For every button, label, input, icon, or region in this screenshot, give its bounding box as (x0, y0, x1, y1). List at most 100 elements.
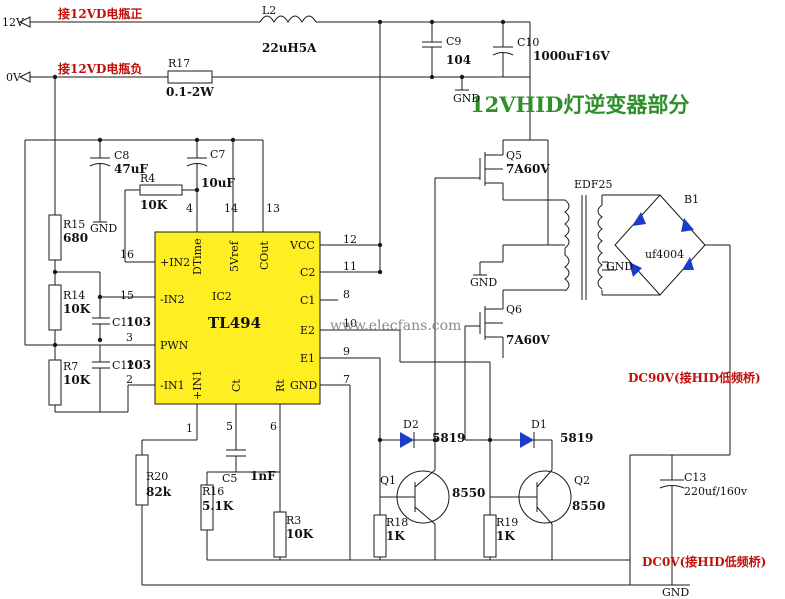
r20-ref: R20 (146, 470, 168, 483)
c11-ref: C11 (112, 316, 134, 329)
r3-ref: R3 (286, 514, 301, 527)
pin-num-15: 15 (120, 289, 134, 302)
net-dc90: DC90V(接HID低频桥) (628, 370, 761, 385)
gnd-label-c8: GND (90, 222, 117, 235)
r15-value: 680 (63, 231, 88, 245)
c7-value: 10uF (201, 176, 235, 190)
c8-ref: C8 (114, 149, 129, 162)
d2-value: 5819 (432, 431, 465, 445)
pin-num-3: 3 (126, 331, 133, 344)
net-dc0: DC0V(接HID低频桥) (642, 554, 766, 569)
r20-value: 82k (146, 485, 172, 499)
gnd-label-sec: GND (606, 260, 633, 273)
d1-value: 5819 (560, 431, 593, 445)
c12-ref: C12 (112, 359, 134, 372)
c5-ref: C5 (222, 472, 237, 485)
pin-in1p: +IN1 (191, 370, 204, 400)
gnd-label-mosfet: GND (470, 276, 497, 289)
net-0v-note: 接12VD电瓶负 (58, 61, 142, 76)
tl494-ic (154, 231, 321, 405)
c13-value: 220uf/160v (684, 485, 748, 498)
r16-ref: R16 (202, 485, 224, 498)
r16-value: 5.1K (202, 499, 234, 513)
r14-ref: R14 (63, 289, 85, 302)
r14-value: 10K (63, 302, 91, 316)
pin-num-14: 14 (224, 202, 238, 215)
driver-stage (373, 361, 572, 560)
c9-ref: C9 (446, 35, 461, 48)
r19-ref: R19 (496, 516, 518, 529)
pin-num-11: 11 (343, 260, 357, 273)
pin-gnd: GND (290, 379, 317, 392)
pin-rt: Rt (274, 379, 287, 392)
q2-ref: Q2 (574, 474, 590, 487)
pin-num-10: 10 (343, 317, 357, 330)
r18-value: 1K (386, 529, 405, 543)
pin-num-6: 6 (270, 420, 277, 433)
ic2-part: TL494 (208, 314, 261, 332)
q2-value: 8550 (572, 499, 605, 513)
pin-e2: E2 (300, 324, 315, 337)
pin-cout: COut (258, 240, 271, 270)
gnd-label-top: GND (453, 92, 480, 105)
b1-ref: B1 (684, 193, 699, 206)
q1-ref: Q1 (380, 474, 396, 487)
pin-num-2: 2 (126, 373, 133, 386)
pin-num-8: 8 (343, 288, 350, 301)
c13-ref: C13 (684, 471, 706, 484)
c10-value: 1000uF16V (533, 49, 610, 63)
c12-value: 103 (126, 358, 151, 372)
t1-ref: EDF25 (574, 178, 612, 191)
pin-num-1: 1 (186, 422, 193, 435)
c8-value: 47uF (114, 162, 148, 176)
r17-ref: R17 (168, 57, 190, 70)
c5-value: 1nF (250, 469, 276, 483)
r7-ref: R7 (63, 360, 78, 373)
pin-ct: Ct (230, 379, 243, 392)
gnd-label-bottom: GND (662, 586, 689, 599)
feedback-network (24, 137, 264, 413)
pin-num-16: 16 (120, 248, 134, 261)
c10-ref: C10 (517, 36, 539, 49)
r7-value: 10K (63, 373, 91, 387)
net-12v: 12V (2, 16, 25, 29)
pin-c1: C1 (300, 294, 315, 307)
power-rails (18, 15, 549, 272)
pin-in2n: -IN2 (160, 293, 185, 306)
pin-num-12: 12 (343, 233, 357, 246)
c7-ref: C7 (210, 148, 225, 161)
r17-value: 0.1-2W (166, 85, 214, 99)
l2-value: 22uH5A (262, 41, 317, 55)
r19-value: 1K (496, 529, 515, 543)
pin-num-4: 4 (186, 202, 193, 215)
l2-ref: L2 (262, 4, 276, 17)
q1-value: 8550 (452, 486, 485, 500)
d2-ref: D2 (403, 418, 419, 431)
ic2-ref: IC2 (212, 290, 232, 303)
pin-num-5: 5 (226, 420, 233, 433)
r18-ref: R18 (386, 516, 408, 529)
net-12v-note: 接12VD电瓶正 (58, 6, 142, 21)
watermark: www.elecfans.com (330, 318, 461, 334)
r3-value: 10K (286, 527, 314, 541)
pin-num-7: 7 (343, 373, 350, 386)
pin-c2: C2 (300, 266, 315, 279)
q5-ref: Q5 (506, 149, 522, 162)
title: 12VHID灯逆变器部分 (470, 92, 689, 117)
q6-ref: Q6 (506, 303, 522, 316)
r15-ref: R15 (63, 218, 85, 231)
r4-value: 10K (140, 198, 168, 212)
q5-value: 7A60V (506, 162, 550, 176)
net-0v: 0V (6, 71, 22, 84)
r4-ref: R4 (140, 172, 155, 185)
c9-value: 104 (446, 53, 471, 67)
pin-vcc: VCC (289, 239, 315, 252)
q6-value: 7A60V (506, 333, 550, 347)
mosfet-stage (434, 139, 660, 440)
b1-value: uf4004 (645, 248, 684, 261)
pin-vref: 5Vref (228, 240, 241, 272)
labels: 12VHID灯逆变器部分 12V 0V 接12VD电瓶正 接12VD电瓶负 DC… (2, 4, 766, 599)
pin-in1n: -IN1 (160, 379, 185, 392)
pin-in2p: +IN2 (160, 256, 190, 269)
